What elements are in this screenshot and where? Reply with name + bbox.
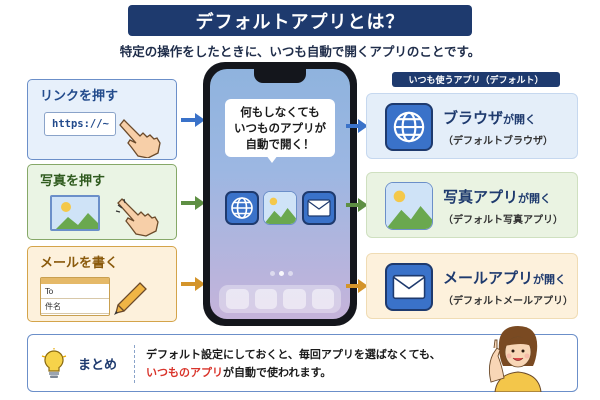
to-field: To <box>41 284 109 299</box>
phone-notch <box>254 69 306 83</box>
pointing-hand-icon <box>115 198 159 237</box>
mail-compose-form: To 件名 <box>40 277 110 316</box>
summary-text: デフォルト設定にしておくと、毎回アプリを選ばなくても、 いつものアプリが自動で使… <box>146 348 441 379</box>
result-mail: メールアプリが開く （デフォルトメールアプリ） <box>366 253 578 319</box>
landscape-photo-icon <box>50 195 100 231</box>
pencil-icon <box>114 282 147 315</box>
envelope-icon[interactable] <box>302 191 336 225</box>
arrow-right-icon <box>346 119 368 133</box>
action-panel-mail: メールを書く To 件名 <box>27 246 177 322</box>
landscape-photo-icon <box>385 182 433 230</box>
page-indicator <box>270 271 293 276</box>
arrow-right-icon <box>181 196 205 210</box>
globe-icon[interactable] <box>225 191 259 225</box>
action-label-mail: メールを書く <box>40 256 119 271</box>
action-label-link: リンクを押す <box>40 89 119 104</box>
result-subtitle: （デフォルトブラウザ） <box>443 136 553 147</box>
result-browser: ブラウザが開く （デフォルトブラウザ） <box>366 93 578 159</box>
subtitle: 特定の操作をしたときに、いつも自動で開くアプリのことです。 <box>119 44 481 59</box>
summary-box: まとめ デフォルト設定にしておくと、毎回アプリを選ばなくても、 いつものアプリが… <box>27 334 578 392</box>
result-title: メールアプリが開く <box>443 269 567 287</box>
defaults-tag: いつも使うアプリ（デフォルト） <box>392 72 560 87</box>
action-panel-link: リンクを押す https://~ <box>27 79 177 160</box>
page-title: デフォルトアプリとは？ <box>195 11 405 33</box>
action-label-photo: 写真を押す <box>40 174 106 189</box>
envelope-icon <box>385 263 433 311</box>
landscape-photo-icon[interactable] <box>263 191 297 225</box>
globe-icon <box>385 103 433 151</box>
result-subtitle: （デフォルトメールアプリ） <box>443 296 573 307</box>
summary-label: まとめ <box>78 358 118 373</box>
speech-bubble: 何もしなくても いつものアプリが 自動で開く！ <box>225 99 335 157</box>
arrow-right-icon <box>181 277 205 291</box>
lightbulb-icon <box>41 348 67 378</box>
arrow-right-icon <box>346 279 368 293</box>
action-panel-photo: 写真を押す <box>27 164 177 240</box>
result-subtitle: （デフォルト写真アプリ） <box>443 215 563 226</box>
arrow-right-icon <box>346 198 368 212</box>
result-title: ブラウザが開く <box>443 109 537 127</box>
url-bar: https://~ <box>44 112 116 136</box>
divider <box>134 345 135 383</box>
summary-highlight: いつものアプリ <box>146 366 223 379</box>
result-photo: 写真アプリが開く （デフォルト写真アプリ） <box>366 172 578 238</box>
woman-illustration <box>488 326 542 392</box>
arrow-right-icon <box>181 113 205 127</box>
result-title: 写真アプリが開く <box>443 188 552 206</box>
smartphone: 何もしなくても いつものアプリが 自動で開く！ <box>203 62 357 326</box>
title-banner: デフォルトアプリとは？ <box>128 5 472 36</box>
subject-field: 件名 <box>41 299 109 314</box>
app-dock <box>219 285 341 313</box>
phone-screen: 何もしなくても いつものアプリが 自動で開く！ <box>210 69 350 319</box>
pointing-hand-icon <box>119 119 161 158</box>
